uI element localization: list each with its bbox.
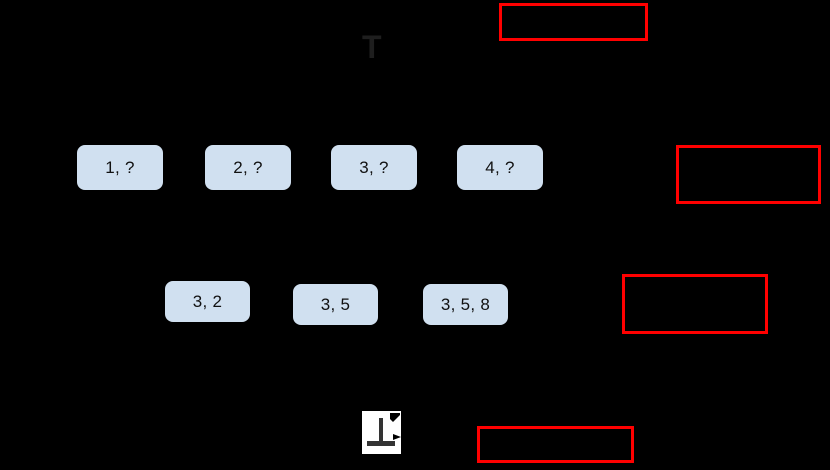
chip-pair-4[interactable]: 4, ? [457, 145, 543, 190]
annotation-box-bottom-center[interactable] [477, 426, 634, 463]
text-tool-T-icon: T [362, 29, 382, 65]
perpendicular-symbol-icon [367, 413, 401, 446]
chip-pair-3[interactable]: 3, ? [331, 145, 417, 190]
chip-sequence-2[interactable]: 3, 5 [293, 284, 378, 325]
chip-pair-2[interactable]: 2, ? [205, 145, 291, 190]
annotation-box-right-upper[interactable] [676, 145, 821, 204]
perpendicular-align-tool-icon[interactable] [362, 411, 401, 454]
chip-sequence-1[interactable]: 3, 2 [165, 281, 250, 322]
chip-sequence-3[interactable]: 3, 5, 8 [423, 284, 508, 325]
annotation-box-right-middle[interactable] [622, 274, 768, 334]
chip-pair-1[interactable]: 1, ? [77, 145, 163, 190]
annotation-box-top-center[interactable] [499, 3, 648, 41]
